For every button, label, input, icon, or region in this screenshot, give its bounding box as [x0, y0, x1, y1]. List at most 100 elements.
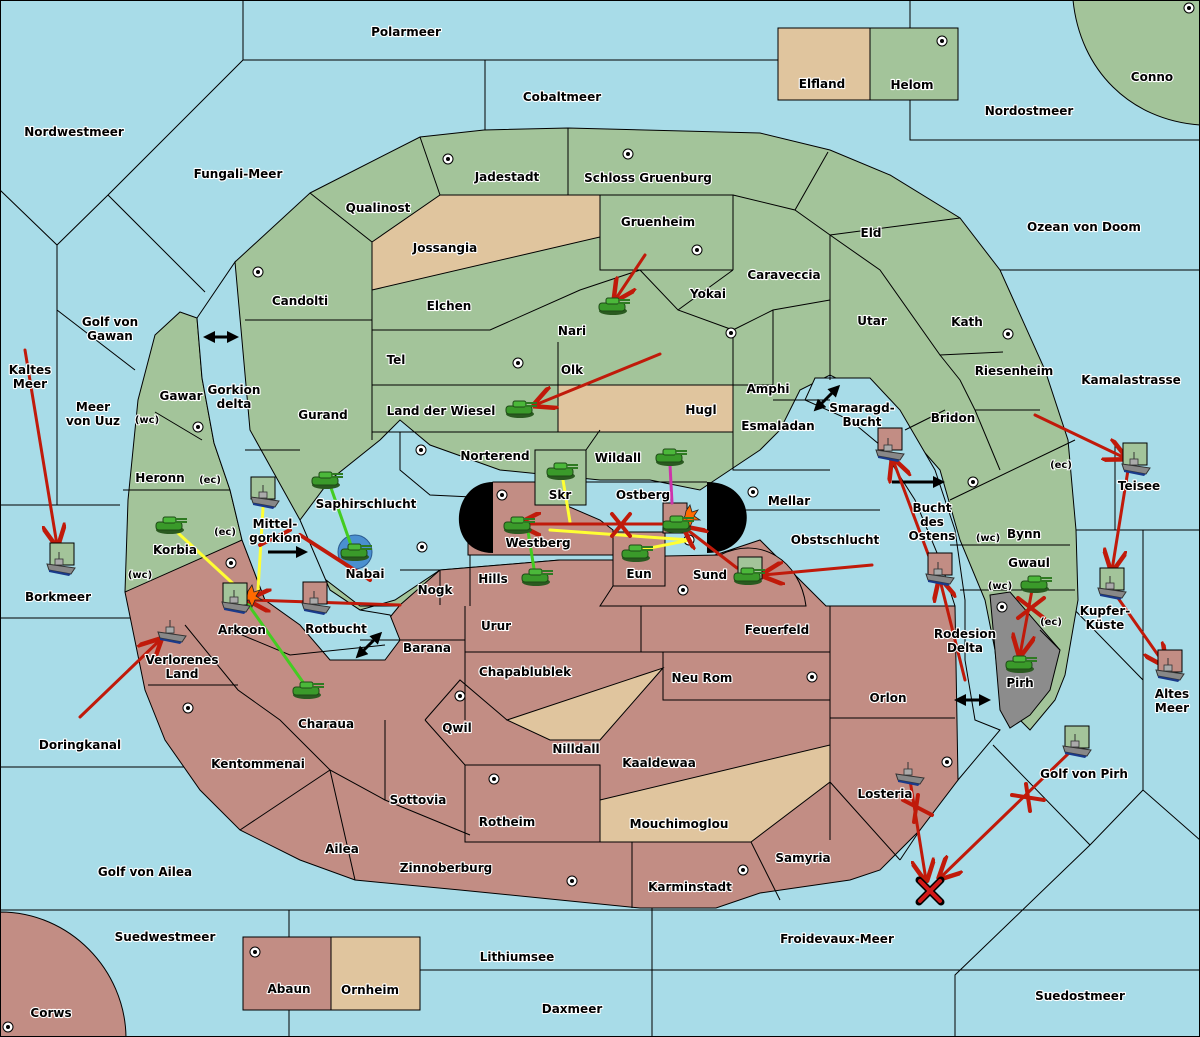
land-label: Gwaul	[1008, 556, 1050, 570]
supply-center-icon	[512, 357, 524, 369]
tunnel-west	[458, 482, 493, 553]
failed-order-mark	[1016, 596, 1046, 620]
land-label: Arkoon	[218, 623, 266, 637]
coast-marker: (wc)	[988, 581, 1012, 592]
land-label: Nabai	[346, 567, 385, 581]
sea-label: Suedwestmeer	[115, 930, 216, 944]
supply-center-icon	[691, 244, 703, 256]
sea-label: Golf von Pirh	[1040, 767, 1128, 781]
land-label: Elchen	[427, 299, 472, 313]
land-label: Candolti	[272, 294, 328, 308]
land-label: Samyria	[775, 851, 830, 865]
land-label: Zinnoberburg	[400, 861, 492, 875]
land-label: Gurand	[298, 408, 348, 422]
land-label: Neu Rom	[672, 671, 733, 685]
connection-arrow-icon	[355, 631, 383, 659]
land-labels: Elfland Helom Conno Qualinost Jadestadt …	[29, 69, 1174, 1021]
land-label: Esmaladan	[741, 419, 814, 433]
land-conno	[1072, 0, 1200, 126]
supply-center-icon	[941, 756, 953, 768]
sea-label: Golf von Ailea	[98, 865, 192, 879]
supply-center-icon	[496, 489, 508, 501]
supply-center-icon	[488, 773, 500, 785]
coast-marker: (wc)	[128, 570, 152, 581]
land-label: Hugl	[685, 403, 716, 417]
land-label: Chapablublek	[479, 665, 572, 679]
land-label: Eun	[626, 567, 651, 581]
land-label: Nari	[558, 324, 586, 338]
land-label: Orlon	[869, 691, 906, 705]
sea-label: Ozean von Doom	[1027, 220, 1141, 234]
sea-label: Borkmeer	[25, 590, 91, 604]
land-corws	[0, 911, 127, 1037]
sea-label: Suedostmeer	[1035, 989, 1125, 1003]
failed-order-mark	[258, 528, 292, 547]
supply-center-icon	[747, 486, 759, 498]
land-label: Qwil	[442, 721, 472, 735]
move-order	[940, 750, 1072, 878]
support-order	[561, 478, 572, 524]
supply-center-icon	[416, 541, 428, 553]
connection-arrows	[203, 331, 991, 706]
land-label: Ostberg	[616, 488, 670, 502]
sea-label: Mittel-gorkion	[249, 517, 301, 545]
supply-center-icon	[192, 421, 204, 433]
land-label: Kentommenai	[211, 757, 305, 771]
land-label: Helom	[890, 78, 933, 92]
land-label: Ailea	[325, 842, 359, 856]
coast-marker: (ec)	[1050, 460, 1072, 471]
land-label: Norterend	[460, 449, 529, 463]
coast-marker: (wc)	[135, 415, 159, 426]
sea-label: Rotbucht	[305, 622, 367, 636]
land-label: Losteria	[857, 787, 912, 801]
supply-center-icon	[1002, 328, 1014, 340]
move-order	[1116, 596, 1165, 665]
sea-label: Nordwestmeer	[24, 125, 124, 139]
land-label: Pirh	[1006, 676, 1033, 690]
sea-label: Fungali-Meer	[194, 167, 283, 181]
land-label: Wildall	[595, 451, 641, 465]
move-order	[1033, 413, 1125, 458]
sea-label: Nordostmeer	[985, 104, 1074, 118]
supply-center-icon	[182, 702, 194, 714]
sea-label: Kupfer-Küste	[1080, 604, 1130, 632]
move-order	[78, 640, 160, 719]
sea-labels: Polarmeer Cobaltmeer Nordwestmeer Fungal…	[8, 24, 1191, 1017]
land-label: Charaua	[298, 717, 354, 731]
land-label: Sund	[693, 568, 727, 582]
land-label: Gruenheim	[621, 215, 695, 229]
coast-marker: (wc)	[976, 533, 1000, 544]
land-label: Riesenheim	[975, 364, 1054, 378]
land-label: Skr	[549, 488, 572, 502]
land-label: Bynn	[1007, 527, 1041, 541]
land-borders	[123, 128, 1076, 908]
supply-center-icon	[252, 266, 264, 278]
supply-center-icon	[996, 601, 1008, 613]
move-order	[23, 348, 57, 545]
land-label: Utar	[857, 314, 887, 328]
land-label: Nogk	[418, 583, 454, 597]
land-label: Kaaldewaa	[622, 756, 696, 770]
land-label: Amphi	[746, 382, 789, 396]
convoy-order	[328, 483, 354, 550]
land-label: Feuerfeld	[745, 623, 810, 637]
sea-gorkion-channel	[196, 260, 401, 661]
land-label: Jossangia	[412, 241, 477, 255]
land-elfland	[777, 27, 871, 101]
move-order	[1020, 588, 1032, 655]
land-label: Abaun	[267, 982, 310, 996]
land-label: Conno	[1131, 70, 1173, 84]
failed-order-mark	[298, 533, 372, 582]
move-order	[763, 565, 874, 575]
land-label: Elfland	[799, 77, 845, 91]
sea-label: Smaragd-Bucht	[829, 401, 894, 429]
coast-marker: (ec)	[1040, 617, 1062, 628]
support-order	[176, 531, 242, 592]
move-order	[615, 253, 647, 300]
